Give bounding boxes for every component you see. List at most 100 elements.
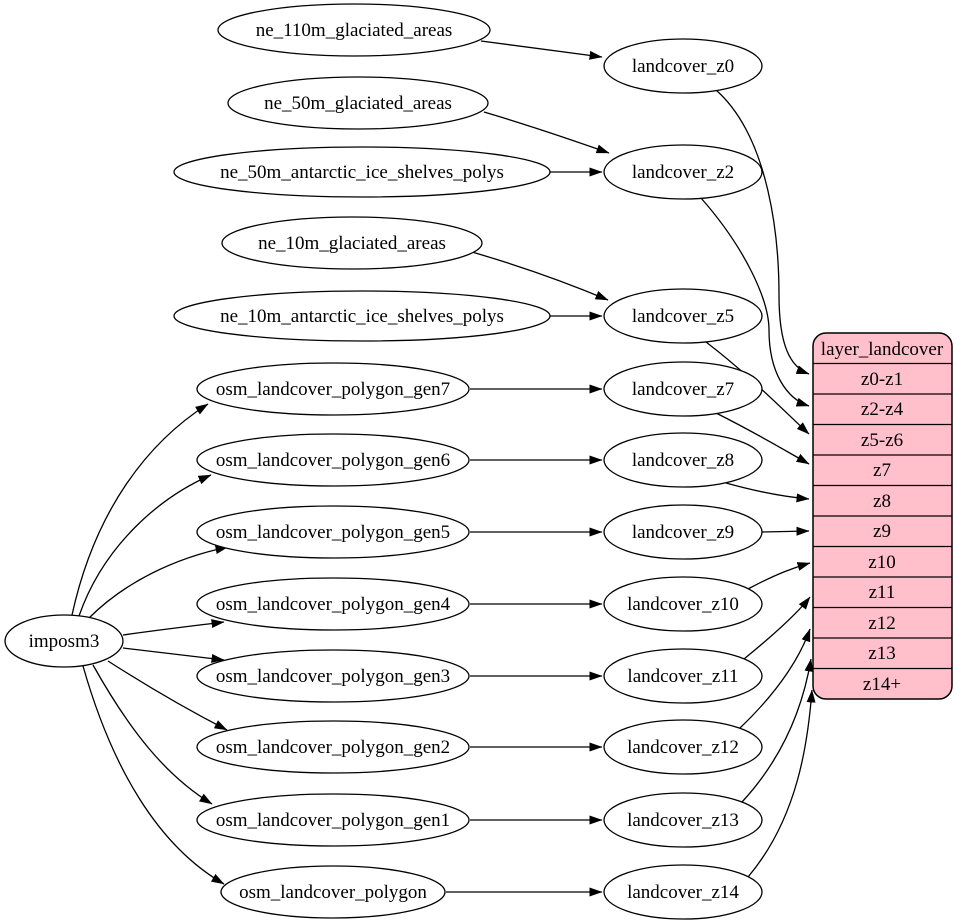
edge-ne10m-glaciated-z5 xyxy=(471,251,609,301)
table-row-z13: z13 xyxy=(868,643,895,664)
edge-z0-row xyxy=(715,89,810,375)
edge-z14-row xyxy=(747,689,816,878)
node-label-ne50m-antarctic: ne_50m_antarctic_ice_shelves_polys xyxy=(220,162,504,183)
node-ellipse-z12 xyxy=(603,719,763,775)
node-ellipse-gen3 xyxy=(196,649,470,703)
node-landcover-z5: landcover_z5 xyxy=(603,288,763,344)
table-title: layer_landcover xyxy=(821,339,944,360)
edge-ne50m-glaciated-z2 xyxy=(483,111,610,154)
edge-z12-row xyxy=(739,628,811,729)
node-label-z14: landcover_z14 xyxy=(627,882,739,903)
table-row-z5-z6: z5-z6 xyxy=(861,430,903,451)
node-label-ne110m: ne_110m_glaciated_areas xyxy=(256,20,453,41)
table-row-z7: z7 xyxy=(873,460,891,481)
edge-ne110m-z0 xyxy=(480,40,603,60)
node-label-z7: landcover_z7 xyxy=(632,379,734,400)
edge-z10-row xyxy=(747,562,811,590)
node-label-gen2: osm_landcover_polygon_gen2 xyxy=(216,737,450,758)
node-label-imposm3: imposm3 xyxy=(29,631,100,652)
table-row-z8: z8 xyxy=(873,491,891,512)
node-ne110m-glaciated-areas: ne_110m_glaciated_areas xyxy=(217,3,491,57)
node-ellipse-gen2 xyxy=(196,720,470,774)
node-ellipse-gen4 xyxy=(196,577,470,631)
node-osm-landcover-polygon-gen3: osm_landcover_polygon_gen3 xyxy=(196,649,470,703)
node-ellipse-gen5 xyxy=(196,505,470,559)
edge-imposm3-gen4 xyxy=(122,619,225,636)
node-ne50m-antarctic-ice-shelves: ne_50m_antarctic_ice_shelves_polys xyxy=(173,146,551,198)
node-ellipse-z2 xyxy=(603,144,763,200)
node-ellipse-z8 xyxy=(603,432,763,488)
node-landcover-z2: landcover_z2 xyxy=(603,144,763,200)
node-ellipse-ne10m-antarctic xyxy=(173,290,551,342)
node-landcover-z9: landcover_z9 xyxy=(603,504,763,560)
node-label-gen6: osm_landcover_polygon_gen6 xyxy=(216,450,450,471)
node-label-z9: landcover_z9 xyxy=(632,522,734,543)
node-label-z10: landcover_z10 xyxy=(627,594,739,615)
table-row-z11: z11 xyxy=(869,582,896,603)
node-ellipse-ne50m-antarctic xyxy=(173,146,551,198)
node-label-ne10m-glaciated: ne_10m_glaciated_areas xyxy=(258,233,446,254)
node-label-gen1: osm_landcover_polygon_gen1 xyxy=(216,810,450,831)
edge-z5-row xyxy=(705,341,810,435)
node-label-z13: landcover_z13 xyxy=(627,810,739,831)
table-row-z14plus: z14+ xyxy=(863,674,901,695)
edge-z11-row xyxy=(743,596,811,660)
layer-landcover-table: layer_landcover z0-z1 z2-z4 z5-z6 z7 z8 … xyxy=(812,332,953,700)
node-label-ne50m-glaciated: ne_50m_glaciated_areas xyxy=(264,93,452,114)
edge-z13-row xyxy=(741,658,814,803)
node-osm-landcover-polygon-gen7: osm_landcover_polygon_gen7 xyxy=(196,362,470,416)
node-label-gen3: osm_landcover_polygon_gen3 xyxy=(216,666,450,687)
node-label-z2: landcover_z2 xyxy=(632,162,734,183)
node-osm-landcover-polygon-gen4: osm_landcover_polygon_gen4 xyxy=(196,577,470,631)
node-ellipse-z0 xyxy=(603,38,763,94)
node-osm-landcover-polygon-gen6: osm_landcover_polygon_gen6 xyxy=(196,433,470,487)
node-ellipse-z10 xyxy=(603,576,763,632)
node-label-gen7: osm_landcover_polygon_gen7 xyxy=(216,379,450,400)
edge-z2-row xyxy=(700,197,810,407)
node-label-z5: landcover_z5 xyxy=(632,306,734,327)
edge-imposm3-gen5 xyxy=(88,545,229,619)
table-row-z12: z12 xyxy=(868,613,895,634)
node-ellipse-imposm3 xyxy=(4,614,124,668)
node-ellipse-z5 xyxy=(603,288,763,344)
node-label-z12: landcover_z12 xyxy=(627,737,739,758)
node-ellipse-z7 xyxy=(603,361,763,417)
table-row-z0-z1: z0-z1 xyxy=(861,369,903,390)
node-label-z11: landcover_z11 xyxy=(627,666,738,687)
node-ellipse-gen6 xyxy=(196,433,470,487)
node-landcover-z14: landcover_z14 xyxy=(603,864,763,920)
edge-imposm3-gen6 xyxy=(78,474,212,617)
node-osm-landcover-polygon-gen1: osm_landcover_polygon_gen1 xyxy=(196,793,470,847)
node-landcover-z12: landcover_z12 xyxy=(603,719,763,775)
node-landcover-z13: landcover_z13 xyxy=(603,792,763,848)
edge-imposm3-gen1 xyxy=(92,664,213,805)
node-landcover-z11: landcover_z11 xyxy=(603,648,763,704)
node-label-z8: landcover_z8 xyxy=(632,450,734,471)
node-ne10m-glaciated-areas: ne_10m_glaciated_areas xyxy=(221,216,483,270)
edge-z9-row xyxy=(761,526,810,536)
node-osm-landcover-polygon-gen2: osm_landcover_polygon_gen2 xyxy=(196,720,470,774)
node-ne50m-glaciated-areas: ne_50m_glaciated_areas xyxy=(227,76,489,130)
node-ellipse-ne110m xyxy=(217,3,491,57)
node-label-gen4: osm_landcover_polygon_gen4 xyxy=(216,594,451,615)
node-ellipse-gen7 xyxy=(196,362,470,416)
node-label-gen5: osm_landcover_polygon_gen5 xyxy=(216,522,450,543)
node-ellipse-polygon xyxy=(220,865,446,919)
node-label-ne10m-antarctic: ne_10m_antarctic_ice_shelves_polys xyxy=(220,306,504,327)
node-landcover-z0: landcover_z0 xyxy=(603,38,763,94)
node-ellipse-ne10m-glaciated xyxy=(221,216,483,270)
node-ne10m-antarctic-ice-shelves: ne_10m_antarctic_ice_shelves_polys xyxy=(173,290,551,342)
node-ellipse-z13 xyxy=(603,792,763,848)
table-row-z10: z10 xyxy=(868,552,895,573)
node-osm-landcover-polygon: osm_landcover_polygon xyxy=(220,865,446,919)
edge-imposm3-polygon xyxy=(82,665,225,885)
node-ellipse-z11 xyxy=(603,648,763,704)
node-landcover-z7: landcover_z7 xyxy=(603,361,763,417)
edge-z8-row xyxy=(725,482,810,503)
edge-imposm3-gen7 xyxy=(71,403,209,616)
node-landcover-z10: landcover_z10 xyxy=(603,576,763,632)
node-landcover-z8: landcover_z8 xyxy=(603,432,763,488)
node-ellipse-z9 xyxy=(603,504,763,560)
node-osm-landcover-polygon-gen5: osm_landcover_polygon_gen5 xyxy=(196,505,470,559)
